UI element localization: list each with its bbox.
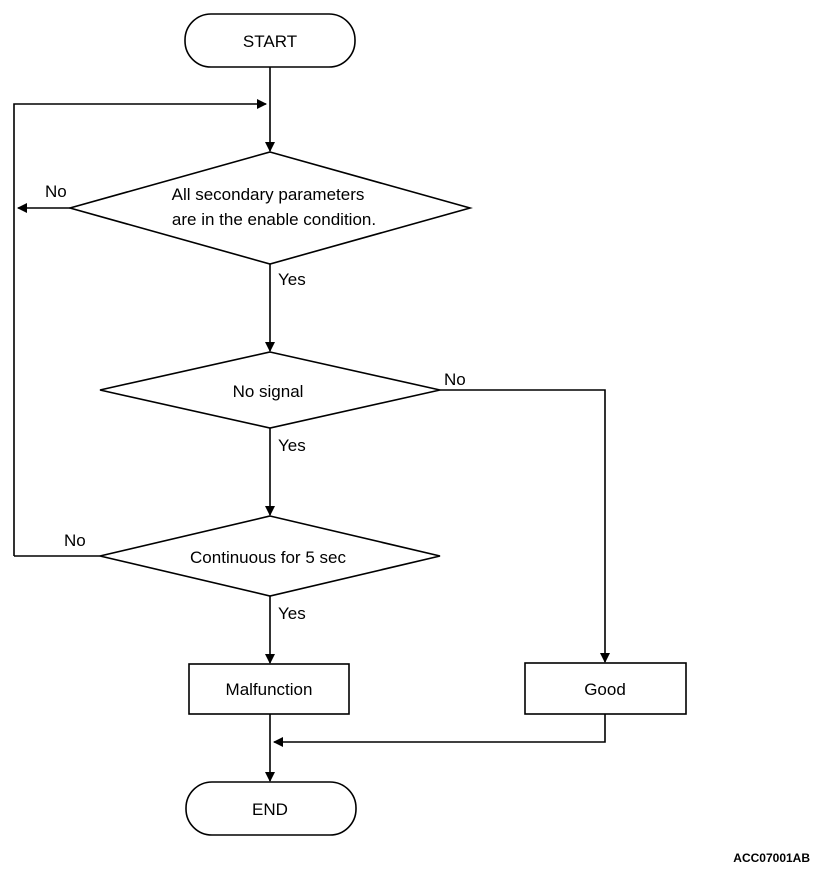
connector-loop-back [13, 99, 267, 556]
branch-label-signal-yes: Yes [278, 436, 306, 455]
branch-label-continuous-no: No [64, 531, 86, 550]
start-label: START [243, 32, 297, 51]
decision-params-line2: are in the enable condition. [172, 210, 376, 229]
decision-no-signal: No signal [99, 351, 441, 429]
connector-good-to-end [273, 714, 606, 747]
figure-code: ACC07001AB [733, 851, 810, 865]
good-label: Good [584, 680, 626, 699]
branch-label-continuous-yes: Yes [278, 604, 306, 623]
decision-continuous-5-sec: Continuous for 5 sec [99, 515, 441, 597]
malfunction-label: Malfunction [226, 680, 313, 699]
decision-signal-label: No signal [233, 382, 304, 401]
end-node: END [185, 781, 357, 836]
decision-continuous-label: Continuous for 5 sec [190, 548, 346, 567]
end-label: END [252, 800, 288, 819]
branch-label-params-no: No [45, 182, 67, 201]
good-box: Good [524, 662, 687, 715]
malfunction-box: Malfunction [188, 663, 350, 715]
decision-secondary-parameters: All secondary parameters are in the enab… [67, 151, 473, 265]
branch-label-params-yes: Yes [278, 270, 306, 289]
connector-signal-no [440, 389, 610, 663]
start-node: START [184, 13, 356, 68]
decision-params-line1: All secondary parameters [172, 185, 365, 204]
branch-label-signal-no: No [444, 370, 466, 389]
